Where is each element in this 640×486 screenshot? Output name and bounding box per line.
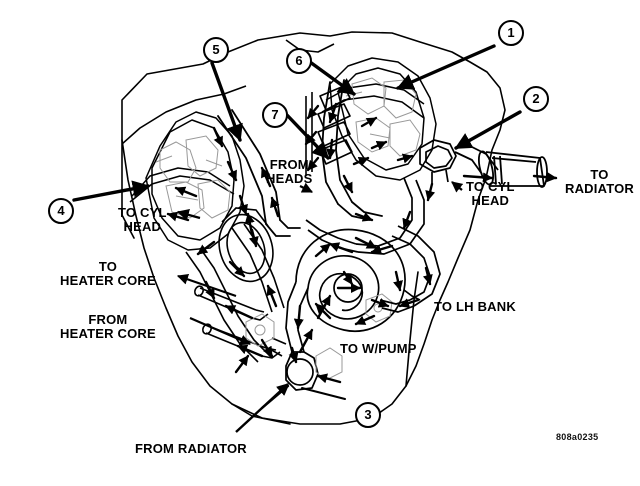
callout-1[interactable]: 1 [498,20,524,46]
label-from-heater-core: FROM HEATER CORE [60,312,156,341]
label-to-radiator: TO RADIATOR [565,167,635,196]
label-to-cyl-head-left: TO CYL HEAD [118,205,167,234]
from-radiator-leader [235,383,289,433]
callout-5[interactable]: 5 [203,37,229,63]
leader-2 [454,110,522,150]
leader-7 [284,112,330,160]
label-to-cyl-head-right: TO CYL HEAD [466,179,515,208]
to-cyl-head-right-arrow [451,181,464,193]
label-to-lh-bank: TO LH BANK [434,299,516,314]
engine-outline-secondary [121,39,335,145]
callout-4[interactable]: 4 [48,198,74,224]
engine-outline [121,31,506,425]
label-to-heater-core: TO HEATER CORE [60,259,156,288]
right-cylinder-head-assembly [321,57,437,181]
leader-6 [308,60,356,96]
label-from-heads: FROM HEADS [266,157,313,186]
heater-core-leader-arrows [176,274,252,346]
left-head-internal-passages [155,135,231,219]
water-pump-volute [285,228,421,353]
left-rocker-cylinder [218,207,274,283]
callout-3[interactable]: 3 [355,402,381,428]
radiator-outlet-hose [454,143,548,188]
leader-lines [72,44,522,400]
leader-4 [72,180,150,202]
coolant-flow-arrows [166,102,558,410]
leader-3 [301,387,346,400]
left-block-lower-passages [185,223,285,363]
callout-2[interactable]: 2 [523,86,549,112]
leader-5 [210,61,243,142]
from-heads-leader [299,182,313,193]
thermostat-housing [419,139,457,184]
to-heater-core-arrow [176,274,237,298]
callout-7[interactable]: 7 [262,102,288,128]
label-to-w-pump: TO W/PUMP [340,341,417,356]
callout-6[interactable]: 6 [286,48,312,74]
to-cyl-head-left-arrow [176,209,201,221]
from-heater-core-arrow [189,316,252,346]
label-from-radiator: FROM RADIATOR [135,441,247,456]
water-pump-inlet-housing [267,337,319,391]
figure-reference-code: 808a0235 [556,432,599,442]
